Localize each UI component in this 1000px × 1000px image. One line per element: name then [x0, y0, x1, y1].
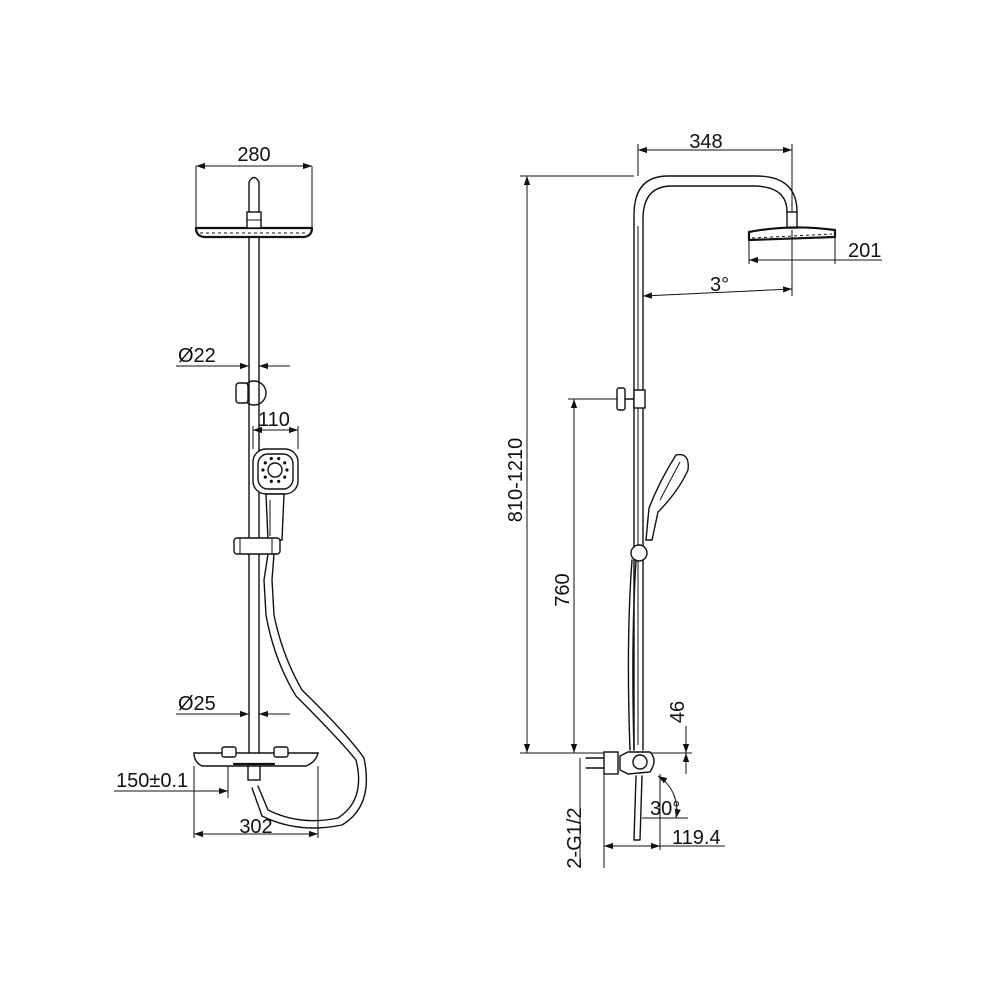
dim-bracket-height: 760 — [552, 573, 574, 606]
dim-height-range: 810-1210 — [505, 438, 527, 523]
dim-handshower-width: 110 — [258, 409, 290, 431]
side-view: 348 201 3° 810-1210 760 46 2-G1/2 — [505, 131, 882, 869]
dim-mixer-width: 302 — [239, 816, 272, 838]
side-dimensions: 348 201 3° 810-1210 760 46 2-G1/2 — [505, 131, 882, 869]
dim-tilt-angle: 3° — [710, 274, 729, 296]
dim-spout-angle: 30° — [650, 798, 680, 820]
spray-nozzle — [285, 468, 289, 472]
side-hose — [627, 559, 637, 751]
spray-nozzle — [269, 479, 273, 483]
dim-inlet-depth: 119.4 — [672, 827, 721, 849]
spray-nozzle — [269, 457, 273, 461]
dim-lower-diameter: Ø25 — [178, 693, 216, 715]
hand-shower — [233, 448, 299, 555]
front-view: 280 Ø22 110 Ø25 150±0.1 302 — [114, 144, 368, 838]
spray-nozzles — [261, 457, 289, 483]
dim-inlet-thread: 2-G1/2 — [564, 807, 586, 868]
front-dimensions: 280 Ø22 110 Ø25 150±0.1 302 — [114, 144, 319, 838]
dim-inlet-centers: 150±0.1 — [116, 770, 188, 792]
dim-riser-diameter: Ø22 — [178, 345, 216, 367]
shower-hose — [251, 553, 368, 829]
spray-nozzle — [261, 468, 265, 472]
dim-overhead-width: 280 — [237, 144, 270, 166]
spray-nozzle — [277, 457, 281, 461]
riser-pipe — [248, 236, 260, 754]
spray-nozzle — [263, 475, 267, 479]
side-mixer — [585, 751, 655, 841]
dim-head-size: 201 — [848, 240, 881, 262]
side-riser-arm — [633, 175, 798, 751]
side-hand-shower — [630, 453, 689, 562]
thermostatic-mixer — [193, 746, 319, 781]
spray-nozzle — [283, 461, 287, 465]
side-wall-bracket — [616, 387, 646, 411]
spray-nozzle — [277, 479, 281, 483]
spray-nozzle — [283, 475, 287, 479]
wall-bracket — [235, 380, 267, 406]
dim-mixer-height: 46 — [667, 701, 689, 723]
overhead-shower-head — [194, 211, 314, 239]
dim-arm-length: 348 — [689, 131, 722, 153]
spray-nozzle — [263, 461, 267, 465]
